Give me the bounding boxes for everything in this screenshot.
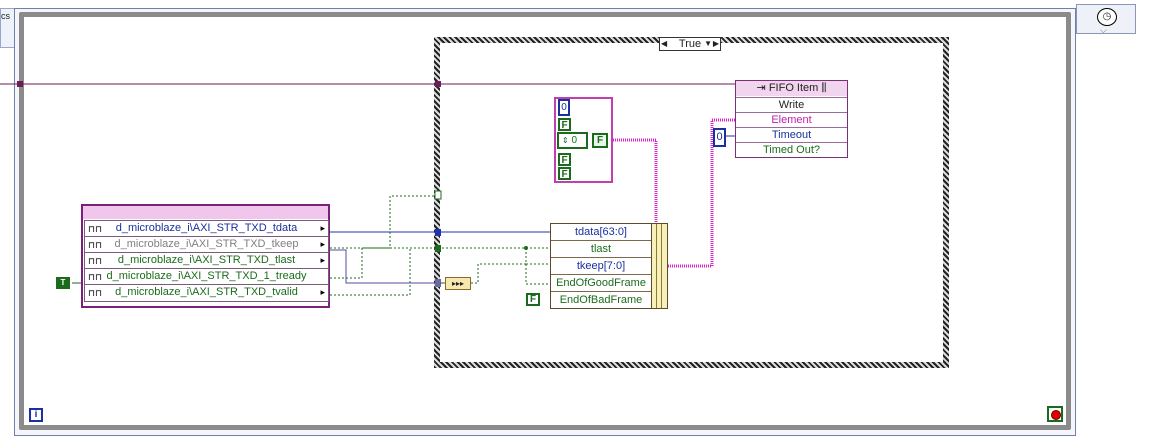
case-dropdown-icon[interactable]: ▼ [704, 39, 712, 48]
tunnel-left [17, 81, 23, 87]
flag-label: F [596, 135, 604, 146]
cluster-inner-number[interactable]: ⇕ 0 [557, 132, 588, 149]
property-node-header [83, 206, 328, 219]
bundle-label: EndOfGoodFrame [556, 277, 646, 289]
iteration-terminal-icon[interactable]: i [29, 408, 43, 422]
case-structure[interactable] [434, 37, 949, 368]
fifo-row-timeout[interactable]: Timeout [736, 127, 847, 143]
property-row-tvalid[interactable]: ⊓⊓ d_microblaze_i\AXI_STR_TXD_tvalid ▸ [84, 284, 329, 302]
tready-tunnel [434, 190, 442, 200]
signal-icon: ⊓⊓ [88, 224, 103, 234]
true-label: T [60, 278, 66, 287]
bundle-label: tkeep[7:0] [576, 260, 626, 272]
signal-icon: ⊓⊓ [88, 272, 103, 282]
fifo-row-label: Timed Out? [762, 144, 821, 156]
fifo-title-label: FIFO Item [768, 82, 819, 94]
signal-icon: ⊓⊓ [88, 240, 103, 250]
tlast-tunnel [435, 245, 441, 252]
property-label: d_microblaze_i\AXI_STR_TXD_tlast [117, 254, 296, 266]
left-panel-text: cs [1, 11, 10, 21]
property-label: d_microblaze_i\AXI_STR_TXD_tkeep [114, 238, 299, 250]
fifo-arrow-icon: ⇥ [756, 82, 766, 94]
property-row-tkeep[interactable]: ⊓⊓ d_microblaze_i\AXI_STR_TXD_tkeep ▸ [84, 236, 329, 254]
join-numbers-node[interactable]: ▸▸▸ [445, 277, 471, 290]
tdata-tunnel [435, 229, 441, 236]
output-arrow-icon: ▸ [320, 223, 325, 233]
cluster-number-value: 0 [561, 102, 567, 113]
chevron-down-icon[interactable]: ⌵ [1100, 25, 1107, 35]
cluster-flag-3[interactable]: F [558, 167, 571, 180]
output-arrow-icon: ▸ [320, 287, 325, 297]
tkeep-wire[interactable] [525, 248, 551, 265]
stop-terminal-icon[interactable] [1047, 406, 1063, 422]
cluster-flag-2[interactable]: F [558, 153, 571, 166]
property-label: d_microblaze_i\AXI_STR_TXD_tdata [115, 222, 298, 234]
cluster-number-top[interactable]: 0 [558, 99, 570, 116]
bundle-row-tkeep[interactable]: tkeep[7:0] [551, 258, 651, 275]
output-arrow-icon: ▸ [320, 255, 325, 265]
case-next-arrow-icon[interactable]: ▶ [712, 39, 719, 48]
element-wire[interactable] [668, 118, 735, 268]
tunnel-case [435, 81, 441, 87]
timing-panel[interactable]: ◷ ⌵ [1076, 4, 1136, 35]
bundle-row-badframe[interactable]: EndOfBadFrame [551, 292, 651, 308]
tready-wire[interactable] [330, 195, 437, 279]
fifo-row-timed-out[interactable]: Timed Out? [736, 142, 847, 158]
signal-icon: ⊓⊓ [88, 288, 103, 298]
fifo-row-element[interactable]: Element [736, 112, 847, 128]
fifo-title: ⇥ FIFO Item ⫼ [736, 81, 847, 96]
case-prev-arrow-icon[interactable]: ◀ [661, 39, 668, 48]
output-arrow-icon: ▸ [320, 239, 325, 249]
cluster-wire[interactable] [613, 138, 658, 223]
case-selector[interactable]: ◀ True ▼ ▶ [659, 37, 721, 51]
property-row-tready[interactable]: ⊓⊓ d_microblaze_i\AXI_STR_TXD_1_tready [84, 268, 329, 286]
inner-number-value: 0 [571, 135, 578, 146]
bundle-label: EndOfBadFrame [559, 294, 643, 306]
false-constant[interactable]: F [526, 293, 540, 306]
fifo-row-label: Write [778, 99, 805, 111]
case-selector-value: True [678, 38, 702, 50]
bundle-input-handle[interactable] [651, 223, 668, 309]
signal-icon: ⊓⊓ [88, 256, 103, 266]
wire-junction [524, 246, 528, 250]
flag-label: F [561, 120, 568, 131]
bundle-by-name-node[interactable] [550, 223, 652, 309]
clock-icon: ◷ [1097, 8, 1117, 26]
bundle-label: tlast [590, 243, 612, 255]
join-out-wire[interactable] [471, 263, 526, 284]
join-tunnel [435, 279, 441, 287]
bundle-row-tlast[interactable]: tlast [551, 241, 651, 258]
fifo-row-write[interactable]: Write [736, 97, 847, 113]
flag-label: F [561, 155, 568, 166]
false-label: F [529, 294, 537, 305]
fifo-row-label: Timeout [771, 129, 812, 141]
property-label: d_microblaze_i\AXI_STR_TXD_1_tready [106, 270, 307, 282]
cluster-flag-1[interactable]: F [558, 118, 571, 131]
property-label: d_microblaze_i\AXI_STR_TXD_tvalid [115, 286, 298, 298]
timeout-value: 0 [716, 131, 723, 143]
fifo-queue-icon: ⫼ [821, 82, 827, 94]
timeout-constant[interactable]: 0 [713, 128, 726, 147]
bundle-row-goodframe[interactable]: EndOfGoodFrame [551, 275, 651, 292]
bundle-label: tdata[63:0] [575, 226, 627, 238]
increment-icon: ⇕ [562, 136, 569, 145]
true-constant[interactable]: T [56, 277, 70, 289]
bundle-row-tdata[interactable]: tdata[63:0] [551, 224, 651, 241]
iteration-label: i [34, 409, 38, 420]
cluster-inner-flag[interactable]: F [592, 133, 608, 148]
join-wire[interactable] [330, 249, 445, 284]
fifo-row-label: Element [771, 114, 812, 126]
tvalid-wire[interactable] [330, 248, 411, 296]
flag-label: F [561, 169, 568, 180]
goodframe-wire[interactable] [525, 264, 551, 285]
